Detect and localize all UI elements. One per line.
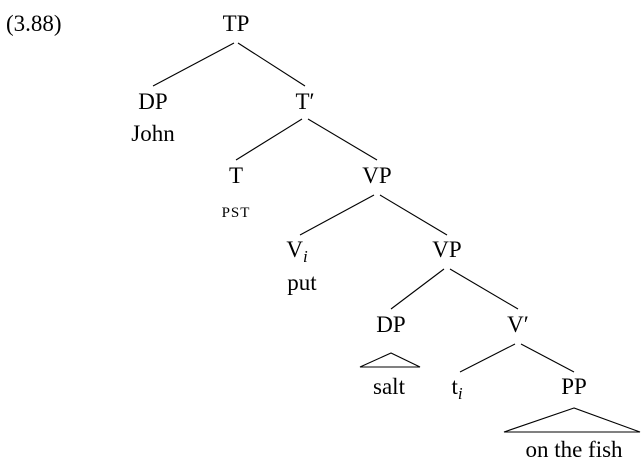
branch-vp-vp — [379, 194, 448, 236]
branch-tbar-t — [235, 118, 303, 161]
node-v-bar: V′ — [507, 312, 529, 337]
roof-on-the-fish — [503, 407, 641, 433]
node-dp-object: DP — [376, 312, 405, 337]
node-t-bar: T′ — [295, 89, 314, 114]
node-v: Vi — [286, 237, 308, 266]
node-t: T — [229, 163, 243, 188]
node-tp: TP — [223, 11, 250, 36]
word-john: John — [131, 121, 175, 146]
trace-label: t — [451, 374, 458, 399]
node-pp: PP — [561, 374, 587, 399]
branch-vp-dp — [390, 268, 445, 310]
example-number: (3.88) — [6, 11, 62, 36]
branch-vp-vbar — [449, 268, 519, 310]
node-vp-upper: VP — [362, 163, 391, 188]
trace: ti — [451, 374, 462, 403]
branch-tp-dp — [152, 42, 235, 87]
node-dp-subject: DP — [138, 89, 167, 114]
node-vp-lower: VP — [432, 237, 461, 262]
trace-index: i — [458, 384, 463, 403]
words-on-the-fish: on the fish — [525, 437, 623, 462]
word-salt: salt — [373, 374, 406, 399]
branch-tbar-vp — [307, 118, 378, 161]
branch-tp-tbar — [237, 42, 306, 87]
node-v-index: i — [303, 247, 308, 266]
word-put: put — [287, 270, 317, 295]
feature-pst: PST — [222, 205, 251, 221]
branch-vbar-trace — [459, 343, 516, 373]
node-v-label: V — [286, 237, 303, 262]
branch-vbar-pp — [520, 343, 575, 373]
roof-salt — [359, 352, 421, 368]
branch-vp-v — [299, 194, 375, 236]
